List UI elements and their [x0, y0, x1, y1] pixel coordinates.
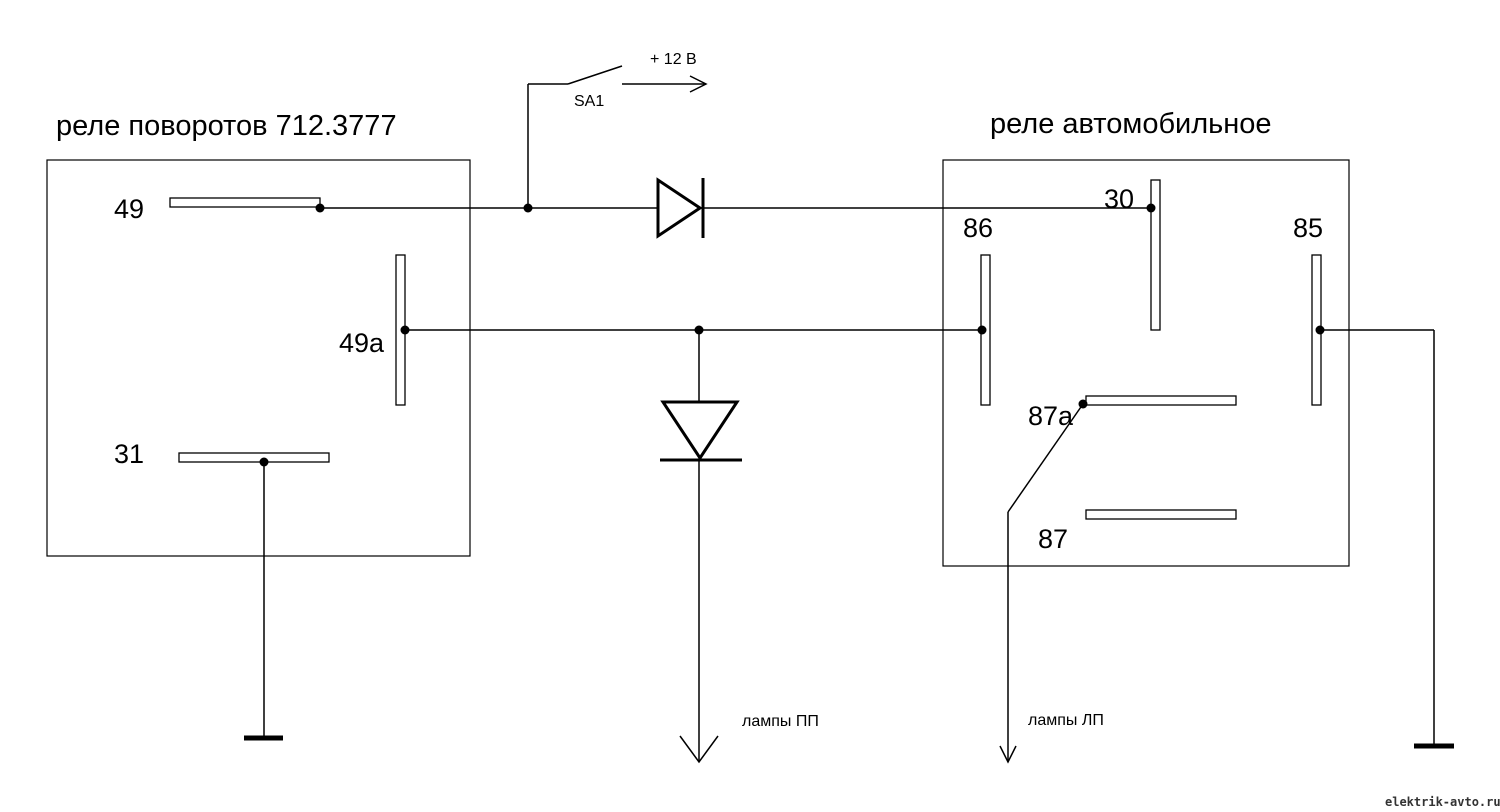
arrow-right-lamps: [679, 735, 719, 764]
switch-label: SA1: [574, 93, 604, 110]
junction-86: [977, 325, 987, 335]
arrow-left-lamps: [999, 745, 1017, 764]
contact-87a: [1085, 395, 1237, 406]
junction-switch: [523, 203, 533, 213]
pin-31-label: 31: [114, 439, 144, 469]
pin-85-label: 85: [1293, 213, 1323, 243]
turn-relay-title: реле поворотов 712.3777: [56, 110, 397, 142]
supply-label: + 12 В: [650, 51, 697, 68]
junction-87a: [1078, 399, 1088, 409]
pin-87a-label: 87а: [1028, 401, 1074, 431]
wire-87a-diagonal: [1007, 403, 1084, 513]
pin-49-label: 49: [114, 194, 144, 224]
junction-49: [315, 203, 325, 213]
junction-85: [1315, 325, 1325, 335]
junction-49a: [400, 325, 410, 335]
diode-series: [656, 177, 705, 239]
contact-30: [1150, 179, 1161, 331]
pin-86-label: 86: [963, 213, 993, 243]
contact-49: [169, 197, 321, 208]
pin-87-label: 87: [1038, 524, 1068, 554]
junction-31: [259, 457, 269, 467]
watermark: elektrik-avto.ru: [1385, 795, 1500, 809]
right-lamps-label: лампы ПП: [742, 713, 819, 730]
turn-relay-body: [46, 159, 471, 557]
contact-87: [1085, 509, 1237, 520]
diode-shunt: [660, 400, 742, 462]
contact-31: [178, 452, 330, 463]
switch-sa1: [527, 65, 708, 208]
auto-relay-title: реле автомобильное: [990, 108, 1272, 140]
junction-30: [1146, 203, 1156, 213]
junction-branch: [694, 325, 704, 335]
pin-49a-label: 49а: [339, 328, 385, 358]
auto-relay-body: [942, 159, 1350, 567]
left-lamps-label: лампы ЛП: [1028, 712, 1104, 729]
pin-30-label: 30: [1104, 184, 1134, 214]
